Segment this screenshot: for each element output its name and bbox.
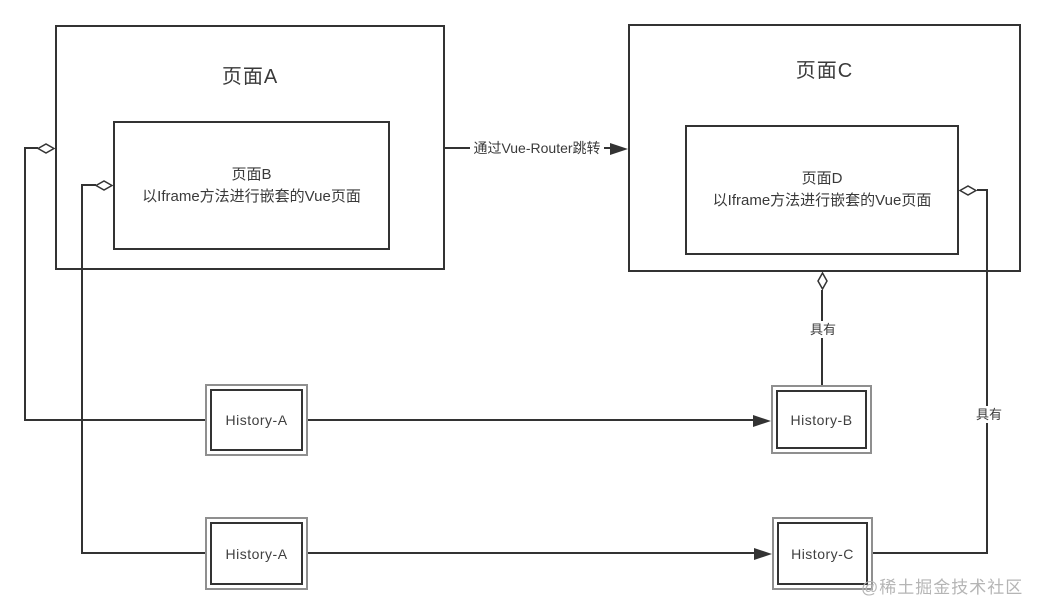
edge-page-d-history-c-segment [986,189,988,554]
node-history-c-label: History-C [777,522,868,585]
node-history-b-label: History-B [776,390,867,449]
node-history-a-bottom: History-A [205,517,308,590]
page-c-title: 页面C [795,60,854,82]
box-page-b: 页面B 以Iframe方法进行嵌套的Vue页面 [113,121,390,250]
page-d-title: 页面D [801,170,843,187]
edge-history-a-to-b-line [308,419,755,421]
aggregation-diamond-icon [959,185,977,196]
edge-has-label: 具有 [972,406,1006,423]
page-d-subtitle: 以Iframe方法进行嵌套的Vue页面 [712,192,932,209]
arrowhead-icon [753,415,771,427]
edge-page-b-history-a-segment [81,552,205,554]
aggregation-diamond-icon [95,180,113,191]
arrowhead-icon [610,143,628,155]
edge-page-d-history-c-segment [977,189,988,191]
page-b-subtitle: 以Iframe方法进行嵌套的Vue页面 [142,187,361,205]
node-history-a-bottom-label: History-A [210,522,303,585]
edge-has-label: 具有 [806,321,840,338]
node-history-c: History-C [772,517,873,590]
edge-page-a-history-a-segment [24,147,26,421]
node-history-b: History-B [771,385,872,454]
edge-page-a-history-a-segment [25,147,38,149]
page-a-title: 页面A [221,66,279,88]
edge-page-a-history-a-segment [24,419,205,421]
edge-history-a-to-c-line [308,552,756,554]
arrowhead-icon [754,548,772,560]
edge-page-b-history-a-segment [81,184,96,186]
aggregation-diamond-icon [37,143,55,154]
watermark-text: @稀土掘金技术社区 [861,578,1024,597]
box-page-d: 页面D 以Iframe方法进行嵌套的Vue页面 [685,125,959,255]
page-b-title: 页面B [231,165,272,183]
aggregation-diamond-icon [817,272,828,290]
edge-page-b-history-a-segment [81,184,83,554]
node-history-a-top: History-A [205,384,308,456]
edge-page-d-history-c-segment [873,552,988,554]
edge-router-label: 通过Vue-Router跳转 [470,140,604,157]
node-history-a-top-label: History-A [210,389,303,451]
